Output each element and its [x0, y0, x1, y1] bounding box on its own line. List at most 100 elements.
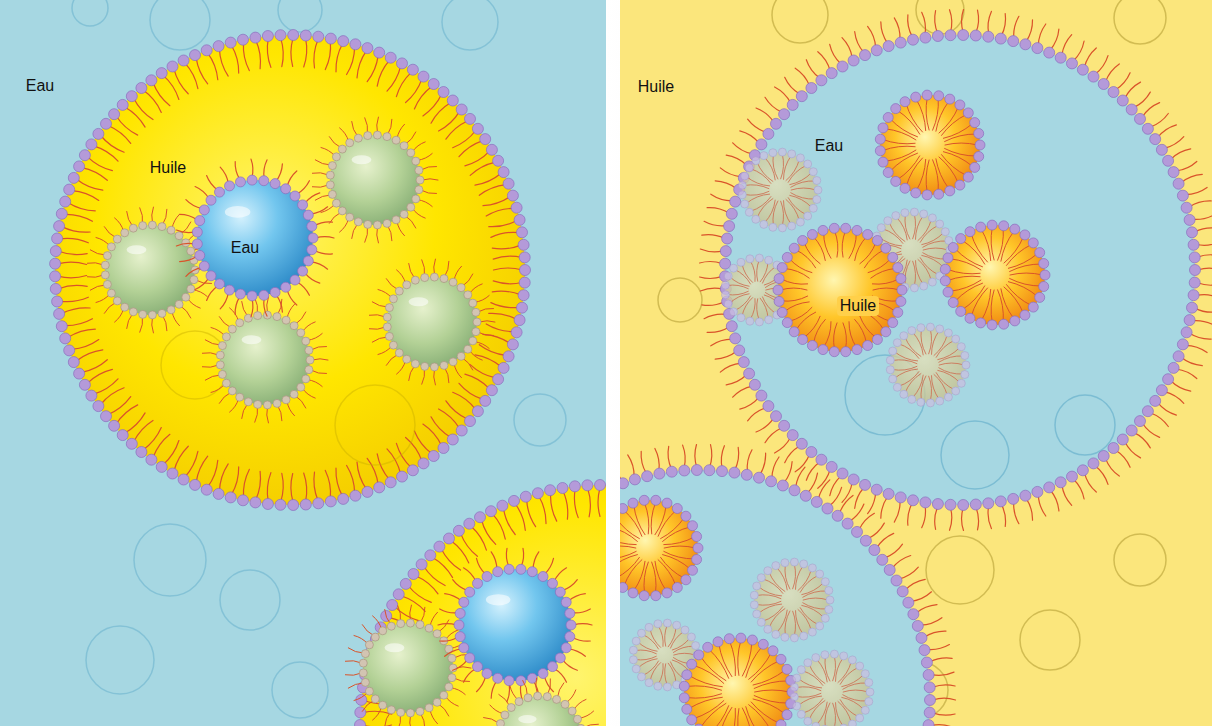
surfactant-head	[891, 176, 901, 186]
surfactant-head	[262, 31, 273, 42]
droplet-fill	[220, 315, 310, 405]
surfactant-tail	[68, 329, 96, 337]
surfactant-head	[893, 339, 901, 347]
surfactant-head	[766, 476, 777, 487]
droplet-fill	[754, 562, 830, 638]
surfactant-head	[800, 632, 808, 640]
surfactant-tail	[950, 508, 952, 531]
surfactant-head	[178, 474, 189, 485]
surfactant-tail	[750, 299, 755, 320]
surfactant-tail	[230, 399, 239, 412]
surfactant-tail	[991, 228, 994, 260]
surfactant-head	[724, 272, 732, 280]
surfactant-tail	[624, 560, 642, 586]
background-bubble	[1114, 0, 1166, 44]
surfactant-head	[107, 243, 115, 251]
surfactant-head	[895, 492, 906, 503]
surfactant-tail	[1186, 345, 1208, 352]
surfactant-head	[878, 157, 888, 167]
surfactant-tail	[493, 256, 522, 259]
surfactant-tail	[785, 446, 800, 463]
surfactant-tail	[785, 77, 800, 94]
surfactant-tail	[620, 551, 636, 559]
surfactant-head	[796, 218, 804, 226]
background-bubble	[1114, 534, 1166, 586]
surfactant-tail	[434, 259, 436, 275]
surfactant-tail	[868, 259, 891, 273]
surfactant-head	[365, 641, 373, 649]
surfactant-head	[763, 128, 774, 139]
surfactant-tail	[486, 208, 514, 216]
surfactant-tail	[180, 306, 190, 318]
medium-label: Eau	[231, 238, 259, 257]
surfactant-tail	[922, 505, 926, 528]
surfactant-head	[325, 496, 336, 507]
surfactant-head	[724, 221, 735, 232]
surfactant-tails	[176, 159, 334, 317]
surfactant-head	[146, 75, 157, 86]
surfactant-tails	[687, 641, 790, 726]
surfactant-tail	[695, 445, 697, 468]
surfactant-head	[407, 465, 418, 476]
droplet-fill	[620, 470, 930, 726]
surfactant-head	[765, 256, 773, 264]
surfactant-head	[800, 490, 811, 501]
surfactant-head	[1184, 315, 1195, 326]
surfactant-tail	[943, 152, 972, 167]
surfactant-head	[789, 327, 799, 337]
surfactant-head	[519, 277, 530, 288]
surfactant-tail	[751, 661, 779, 682]
surfactant-head	[926, 399, 934, 407]
surfactant-head	[206, 271, 216, 281]
surfactant-head	[428, 79, 439, 90]
surfactant-head	[313, 31, 324, 42]
surfactant-head	[534, 692, 542, 700]
surfactant-tail	[1007, 285, 1032, 306]
surfactant-tail	[988, 11, 991, 34]
surfactant-tails	[756, 564, 828, 636]
surfactant-tail	[478, 332, 494, 336]
surfactant-tail	[439, 409, 460, 429]
surfactant-head	[720, 258, 731, 269]
surfactant-head	[672, 583, 682, 593]
surfactant-tail	[700, 261, 723, 263]
surfactant-head	[818, 225, 828, 235]
surfactant-tail	[490, 705, 503, 714]
surfactant-head	[970, 118, 980, 128]
surfactant-head	[944, 393, 952, 401]
surfactant-head	[692, 642, 700, 650]
surfactant-head	[86, 139, 97, 150]
surfactant-tail	[574, 489, 578, 518]
surfactant-head	[983, 31, 994, 42]
surfactant-tail	[710, 445, 712, 468]
droplet-node: EauHuile	[725, 35, 1195, 505]
surfactant-head	[346, 139, 354, 147]
surfactant-head	[383, 323, 391, 331]
surfactant-head	[469, 299, 477, 307]
surfactant-tail	[664, 537, 694, 545]
background-bubble	[134, 524, 206, 596]
background-bubble	[772, 0, 828, 43]
surfactant-head	[797, 710, 805, 718]
surfactant-head	[682, 704, 692, 714]
surfactant-head	[848, 720, 856, 726]
surfactant-head	[156, 68, 167, 79]
surfactant-tail	[775, 87, 791, 103]
surfactant-head	[486, 385, 497, 396]
surfactant-head	[781, 559, 789, 567]
surfactant-head	[361, 650, 369, 658]
surfactant-head	[974, 152, 984, 162]
surfactant-tail	[1095, 56, 1108, 75]
surfactant-tail	[786, 200, 799, 221]
surfactant-head	[449, 278, 457, 286]
surfactant-head	[881, 243, 891, 253]
surfactant-head	[768, 646, 778, 656]
surfactant-tail	[668, 663, 676, 683]
surfactant-head	[93, 401, 104, 412]
surfactant-tail	[362, 700, 374, 711]
surfactant-head	[877, 554, 888, 565]
surfactant-tail	[955, 283, 982, 301]
surfactant-tail	[116, 116, 138, 135]
surfactant-head	[281, 282, 291, 292]
surfactant-head	[807, 341, 817, 351]
